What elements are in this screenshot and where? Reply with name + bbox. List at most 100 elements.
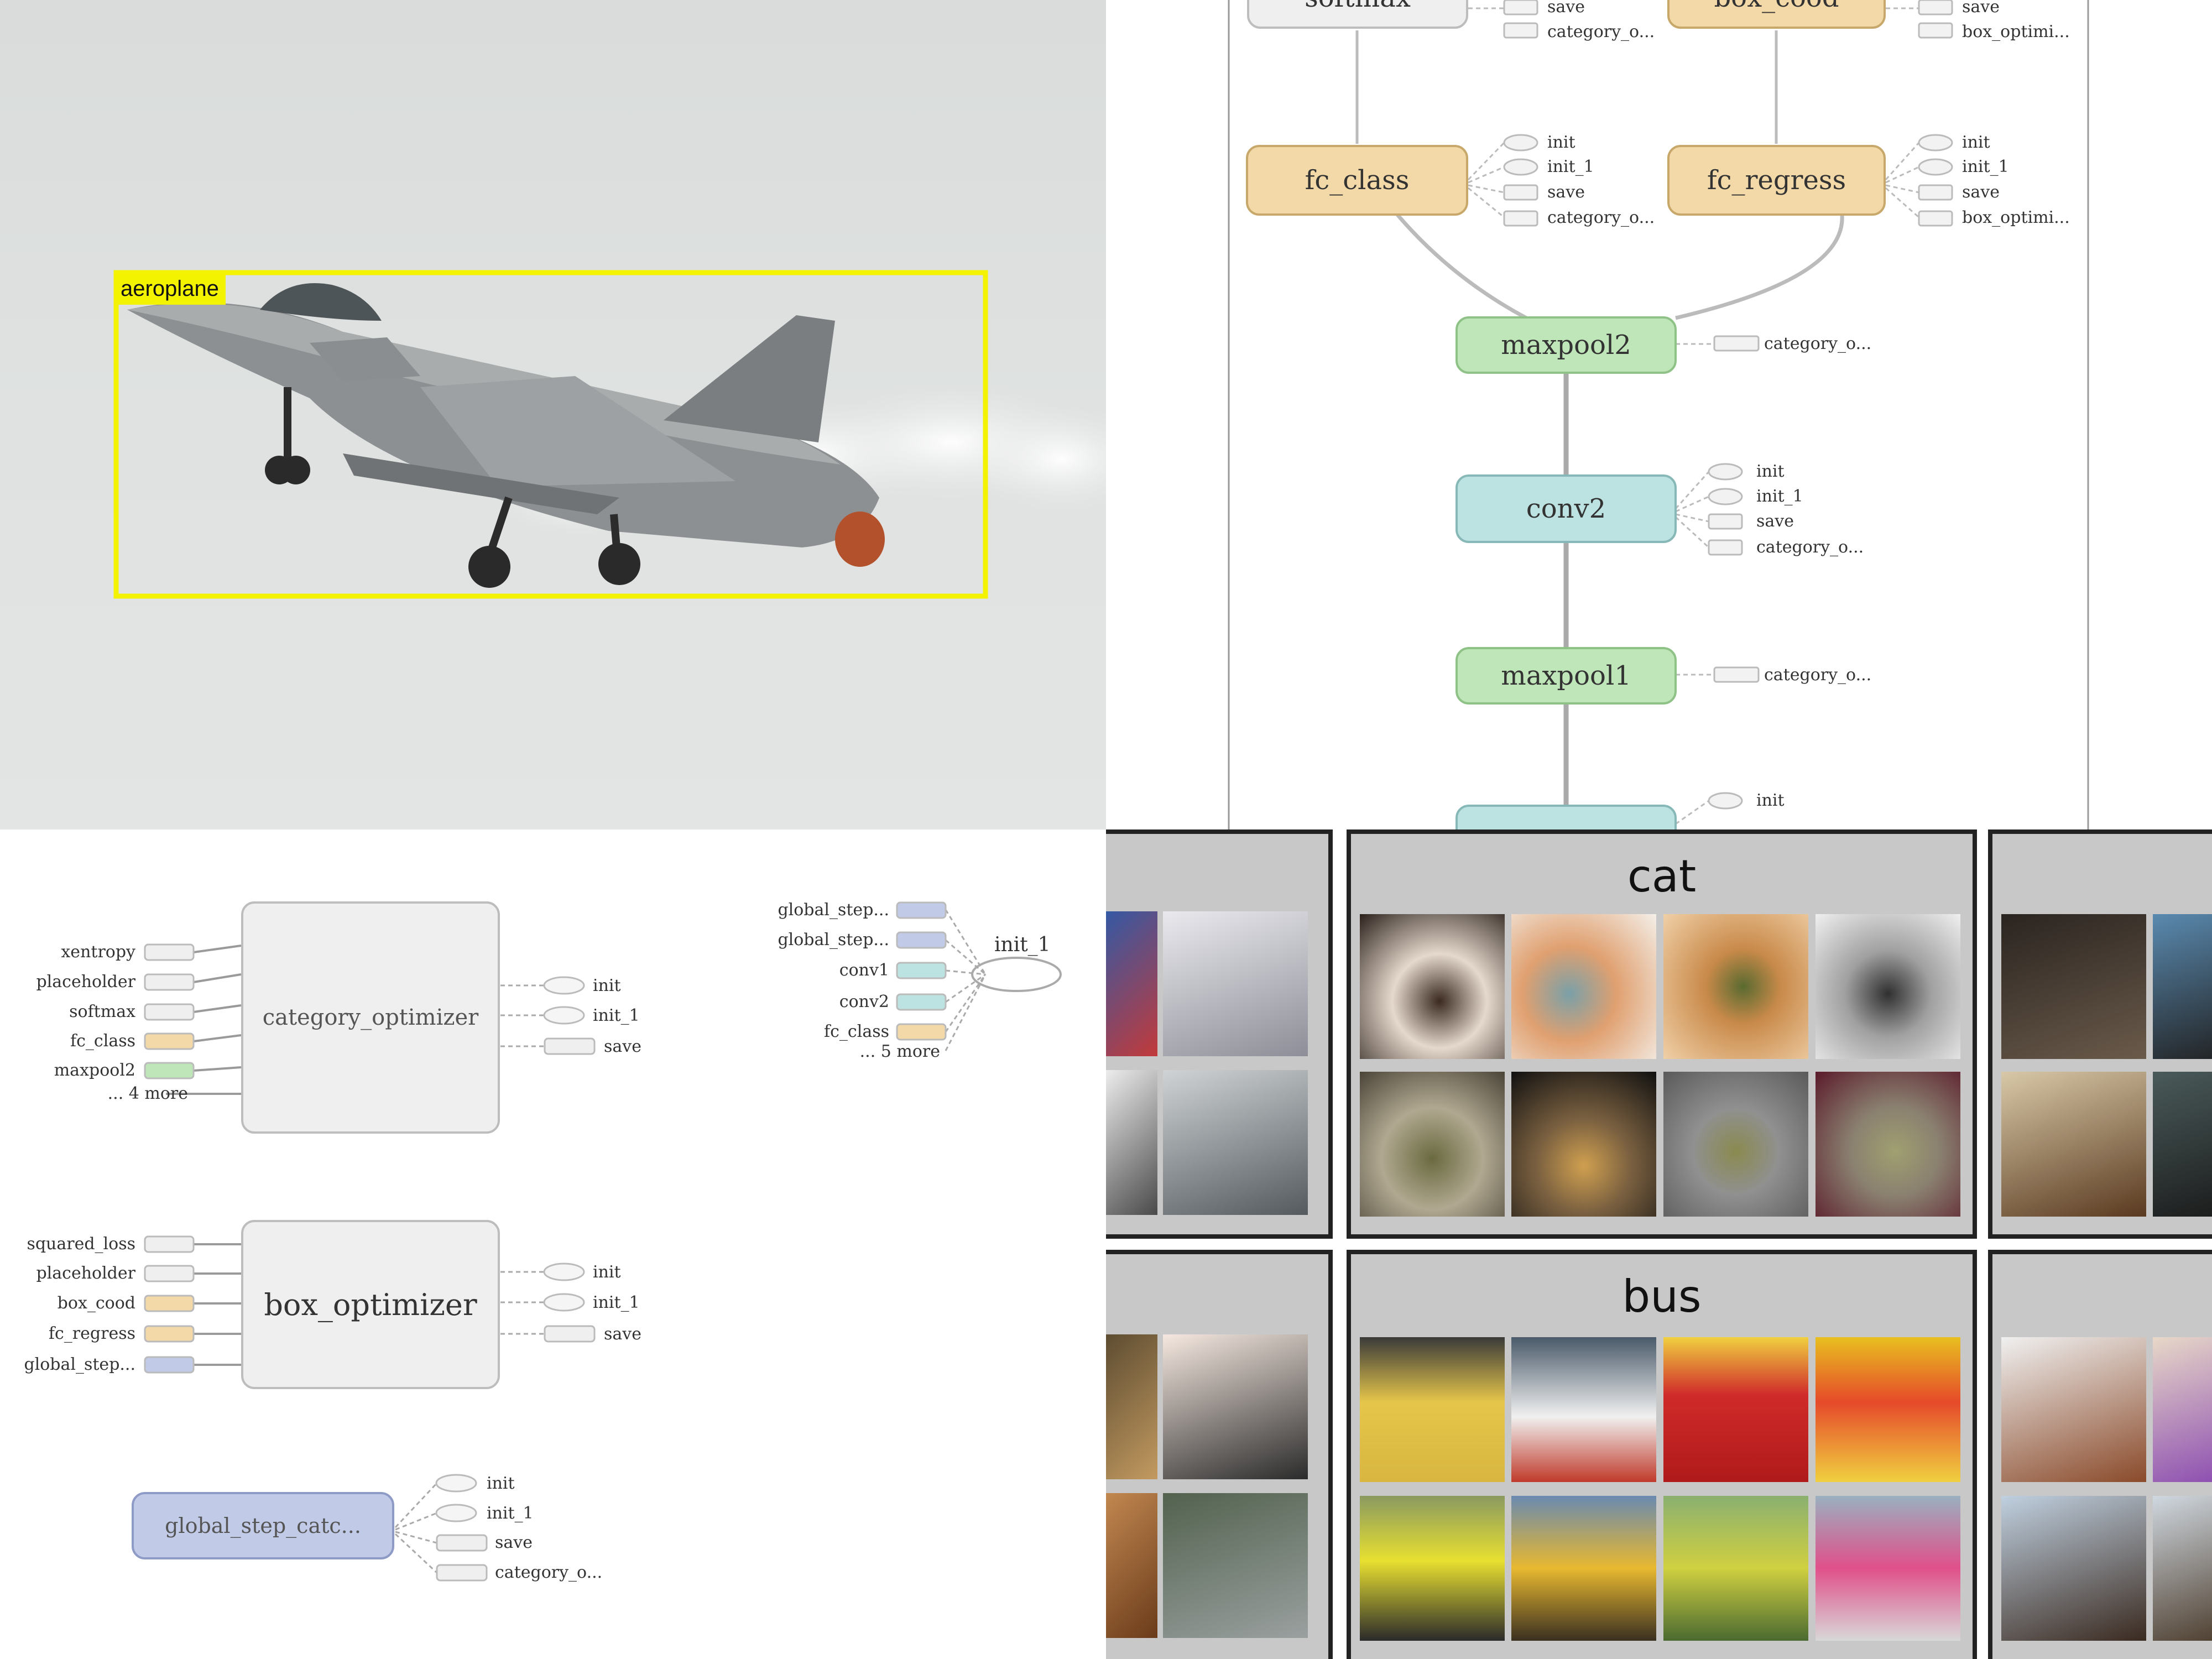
input-label: global_step... (24, 1355, 135, 1374)
thumbnail-horse[interactable] (2001, 1337, 2146, 1482)
thumbnail-dog[interactable] (1106, 1334, 1157, 1479)
input-label: maxpool2 (54, 1061, 135, 1080)
aux-category-opt: category_o... (1547, 22, 1655, 41)
thumbnail-bus[interactable] (1360, 1496, 1505, 1641)
output-label: init_1 (593, 1293, 640, 1312)
detection-photo: aeroplane (0, 0, 1106, 830)
thumbnail-bus[interactable] (1663, 1337, 1808, 1482)
image-gallery: cat bus (1106, 830, 2212, 1659)
thumbnail-bus[interactable] (1511, 1337, 1656, 1482)
gallery-panel-bus: bus (1347, 1250, 1977, 1659)
detection-box (113, 270, 988, 599)
gallery-panel-partial (1988, 830, 2212, 1239)
input-label: box_cood (57, 1293, 135, 1313)
gallery-panel-cat: cat (1347, 830, 1977, 1239)
thumbnail-dog[interactable] (1106, 1493, 1157, 1638)
output-label: save (604, 1324, 641, 1344)
thumbnail-monitor[interactable] (2001, 914, 2146, 1059)
thumbnail-cat[interactable] (1511, 914, 1656, 1059)
thumbnail-dog[interactable] (1163, 1493, 1308, 1638)
graph-top-panel: softmax box_cood fc_class fc_regress max… (1106, 0, 2212, 830)
input-label: fc_class (824, 1022, 889, 1041)
node-conv2[interactable]: conv2 (1455, 474, 1677, 543)
output-label: init (487, 1474, 515, 1493)
thumbnail-cat[interactable] (1360, 914, 1505, 1059)
more-inputs-link[interactable]: ... 4 more (107, 1084, 188, 1103)
thumbnail-horse[interactable] (2153, 1337, 2212, 1482)
thumbnail-cat[interactable] (1815, 914, 1960, 1059)
aux-box-opt: box_optimi... (1962, 22, 2070, 41)
input-label: softmax (69, 1002, 135, 1021)
thumbnail-bus[interactable] (1511, 1496, 1656, 1641)
thumbnail-cat[interactable] (1360, 1072, 1505, 1217)
input-label: fc_regress (48, 1324, 135, 1343)
input-label: placeholder (36, 972, 135, 992)
aux-category-opt: category_o... (1764, 334, 1872, 353)
aux-category-opt: category_o... (1756, 538, 1864, 557)
node-fc-class[interactable]: fc_class (1246, 145, 1468, 216)
node-fc-regress[interactable]: fc_regress (1667, 145, 1886, 216)
thumbnail-monitor[interactable] (2153, 914, 2212, 1059)
aux-box-opt: box_optimi... (1962, 208, 2070, 227)
thumbnail-cat[interactable] (1511, 1072, 1656, 1217)
thumbnail-horse[interactable] (2001, 1496, 2146, 1641)
gallery-panel-partial (1988, 1250, 2212, 1659)
thumbnail-monitor[interactable] (2153, 1072, 2212, 1217)
aux-save: save (1962, 0, 2000, 17)
input-label: squared_loss (27, 1234, 135, 1254)
node-maxpool2[interactable]: maxpool2 (1455, 316, 1677, 374)
thumbnail-car[interactable] (1163, 1070, 1308, 1215)
node-conv1-partial[interactable] (1455, 805, 1677, 830)
node-category-optimizer[interactable]: category_optimizer (241, 901, 500, 1134)
aux-category-opt: category_o... (1764, 665, 1872, 685)
input-label: conv2 (839, 992, 889, 1011)
node-softmax[interactable]: softmax (1247, 0, 1468, 29)
node-box-optimizer[interactable]: box_optimizer (241, 1220, 500, 1389)
node-global-step[interactable]: global_step_catc... (132, 1492, 394, 1559)
aux-init: init (1756, 462, 1785, 481)
aux-init: init (1547, 133, 1575, 152)
thumbnail-cat[interactable] (1663, 1072, 1808, 1217)
input-label: conv1 (839, 961, 889, 980)
aux-save: save (1547, 0, 1585, 17)
aux-init: init (1962, 133, 1990, 152)
panel-title: bus (1622, 1271, 1702, 1322)
panel-title: cat (1627, 851, 1697, 902)
detection-label: aeroplane (114, 273, 226, 305)
thumbnail-bus[interactable] (1360, 1337, 1505, 1482)
thumbnail-cat[interactable] (1663, 914, 1808, 1059)
input-label: global_step... (778, 930, 889, 950)
thumbnail-bus[interactable] (1663, 1496, 1808, 1641)
thumbnail-monitor[interactable] (2001, 1072, 2146, 1217)
thumbnail-cat[interactable] (1815, 1072, 1960, 1217)
thumbnail-bus[interactable] (1815, 1496, 1960, 1641)
thumbnail-car[interactable] (1106, 1070, 1157, 1215)
node-init-1[interactable]: init_1 (994, 933, 1051, 956)
output-label: save (495, 1533, 533, 1552)
node-maxpool1[interactable]: maxpool1 (1455, 647, 1677, 705)
aux-save: save (1962, 182, 2000, 202)
input-label: global_step... (778, 900, 889, 920)
thumbnail-car[interactable] (1106, 911, 1157, 1056)
thumbnail-dog[interactable] (1163, 1334, 1308, 1479)
graph-bottom-panel: category_optimizer xentropy placeholder … (0, 830, 1106, 1659)
more-inputs-link[interactable]: ... 5 more (859, 1042, 940, 1061)
node-box-cood[interactable]: box_cood (1667, 0, 1886, 29)
gallery-panel-partial (1106, 1250, 1333, 1659)
aux-init-1: init_1 (1547, 157, 1594, 176)
thumbnail-bus[interactable] (1815, 1337, 1960, 1482)
output-label: init_1 (593, 1006, 640, 1025)
aux-save: save (1756, 512, 1794, 531)
graph-bottom-edges (144, 901, 1062, 1582)
output-label: init (593, 976, 621, 995)
aux-init-1: init_1 (1756, 487, 1803, 506)
graph-top-edges (1228, 0, 2089, 830)
thumbnail-horse[interactable] (2153, 1496, 2212, 1641)
input-label: fc_class (70, 1031, 135, 1051)
gallery-panel-partial (1106, 830, 1333, 1239)
aux-category-opt: category_o... (1547, 208, 1655, 227)
output-label: save (604, 1037, 641, 1056)
aux-init: init (1756, 791, 1785, 810)
output-label: init (593, 1262, 621, 1282)
thumbnail-car[interactable] (1163, 911, 1308, 1056)
